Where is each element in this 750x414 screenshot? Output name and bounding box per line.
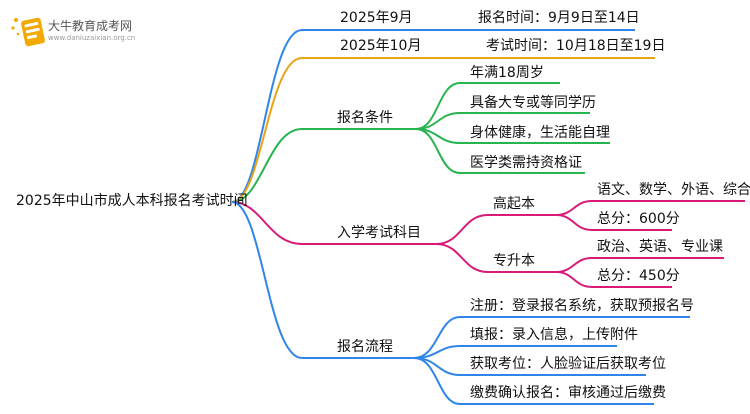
- connector-gqb-2: [555, 214, 672, 231]
- process-label: 报名流程: [337, 339, 393, 355]
- site-logo-name: 大牛教育成考网: [48, 19, 133, 33]
- condition-item: 医学类需持资格证: [470, 155, 582, 171]
- connector-proc-4: [413, 357, 654, 405]
- process-item: 注册：登录报名系统，获取预报名号: [470, 298, 694, 314]
- subject-item: 政治、英语、专业课: [597, 239, 723, 255]
- conditions-label: 报名条件: [337, 110, 393, 126]
- schedule-info-oct: 考试时间：10月18日至19日: [486, 38, 666, 54]
- connector-subjects: [231, 201, 436, 245]
- subject-item: 语文、数学、外语、综合: [597, 182, 750, 198]
- connector-zsb-2: [555, 271, 672, 288]
- condition-item: 具备大专或等同学历: [470, 95, 596, 111]
- connector-proc-1: [413, 316, 690, 359]
- subjects-label: 入学考试科目: [337, 225, 421, 241]
- connector-conditions: [231, 128, 416, 203]
- site-logo-url: www.daniuzaixian.org.cn: [48, 34, 136, 42]
- process-item: 获取考位：人脸验证后获取考位: [470, 356, 666, 372]
- connector-schedule-oct: [231, 57, 433, 203]
- subjects-zsb-label: 专升本: [493, 253, 535, 269]
- process-item: 缴费确认报名：审核通过后缴费: [470, 385, 666, 401]
- connector-cond-1: [415, 82, 560, 130]
- schedule-date-sep: 2025年9月: [340, 10, 413, 26]
- condition-item: 年满18周岁: [470, 65, 544, 81]
- process-item: 填报：录入信息，上传附件: [470, 327, 638, 343]
- subject-item: 总分：600分: [597, 211, 680, 227]
- notebook-icon: [11, 17, 45, 47]
- schedule-date-oct: 2025年10月: [340, 38, 422, 54]
- connector-zsb: [435, 243, 556, 273]
- connector-cond-4: [415, 128, 585, 174]
- connector-gqb: [435, 214, 556, 245]
- root-topic: 2025年中山市成人本科报名考试时间: [16, 193, 248, 209]
- connector-schedule-sep: [231, 29, 433, 203]
- subjects-gqb-label: 高起本: [493, 196, 535, 212]
- connector-process: [231, 201, 414, 359]
- site-logo: [10, 14, 170, 50]
- condition-item: 身体健康，生活能自理: [470, 125, 610, 141]
- subject-item: 总分：450分: [597, 268, 680, 284]
- schedule-info-sep: 报名时间：9月9日至14日: [478, 10, 640, 26]
